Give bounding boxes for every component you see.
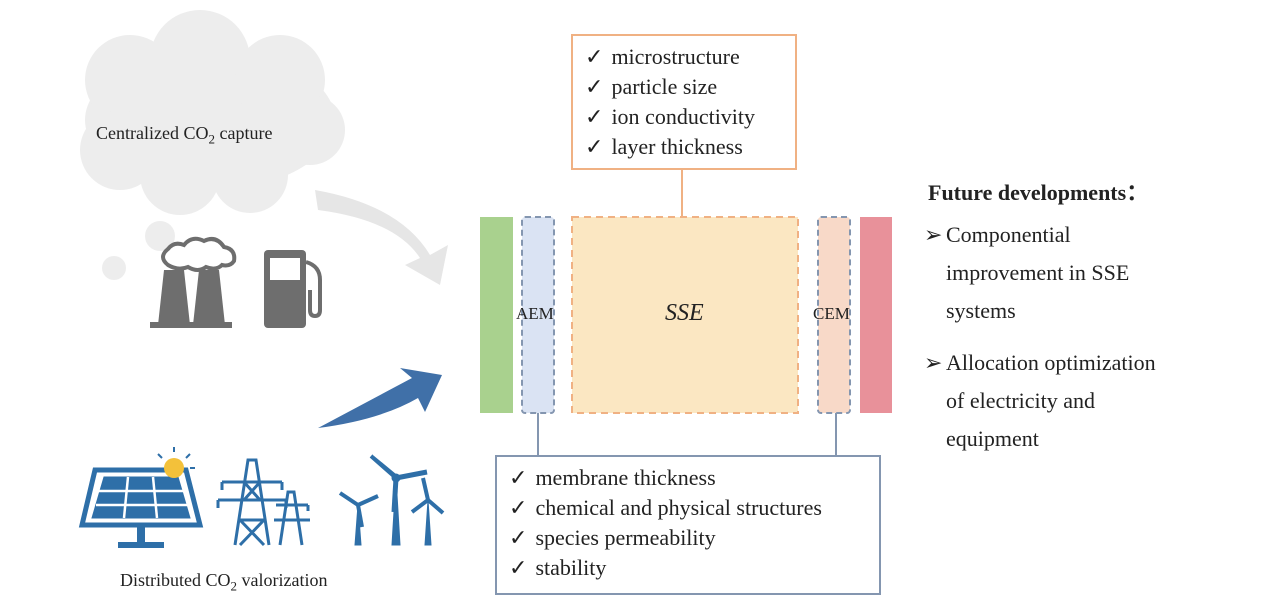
- sse-label: SSE: [665, 300, 704, 326]
- list-item: ✓species permeability: [509, 525, 716, 550]
- factory-icon: [150, 236, 237, 328]
- check-icon: ✓: [585, 44, 604, 69]
- list-item: ✓membrane thickness: [509, 465, 716, 490]
- check-icon: ✓: [585, 74, 604, 99]
- solar-panel-icon: [78, 447, 204, 548]
- aem-label: AEM: [516, 304, 554, 323]
- check-icon: ✓: [585, 104, 604, 129]
- check-icon: ✓: [509, 495, 528, 520]
- future-item: ➢ Componential improvement in SSE system…: [924, 216, 1129, 330]
- cloud-label: Centralized CO2 capture: [96, 123, 273, 147]
- anode-electrode: [480, 217, 513, 413]
- check-icon: ✓: [585, 134, 604, 159]
- distributed-label: Distributed CO2 valorization: [120, 570, 328, 594]
- check-icon: ✓: [509, 465, 528, 490]
- check-icon: ✓: [509, 555, 528, 580]
- cathode-electrode: [860, 217, 892, 413]
- membrane-properties-box: ✓membrane thickness ✓chemical and physic…: [495, 455, 881, 595]
- aem-layer: [521, 216, 555, 414]
- arrow-bullet-icon: ➢: [924, 222, 943, 247]
- cem-layer: [817, 216, 851, 414]
- cem-label: CEM: [813, 304, 850, 323]
- arrow-bullet-icon: ➢: [924, 350, 943, 375]
- blue-curved-arrow: [318, 368, 442, 428]
- sse-properties-box: ✓microstructure ✓particle size ✓ion cond…: [571, 34, 797, 170]
- list-item: ✓particle size: [585, 74, 718, 99]
- power-tower-icon: [216, 458, 310, 547]
- future-developments-title: Future developments：: [928, 180, 1149, 205]
- fuel-pump-icon: [264, 250, 322, 328]
- sse-layer: [571, 216, 799, 414]
- list-item: ✓chemical and physical structures: [509, 495, 822, 520]
- list-item: ✓microstructure: [585, 44, 740, 69]
- list-item: ✓ion conductivity: [585, 104, 756, 129]
- future-item: ➢ Allocation optimization of electricity…: [924, 344, 1156, 458]
- list-item: ✓layer thickness: [585, 134, 743, 159]
- check-icon: ✓: [509, 525, 528, 550]
- list-item: ✓stability: [509, 555, 607, 580]
- cloud-icon: [80, 10, 345, 280]
- wind-turbine-icon: [338, 454, 445, 546]
- gray-curved-arrow: [315, 190, 448, 285]
